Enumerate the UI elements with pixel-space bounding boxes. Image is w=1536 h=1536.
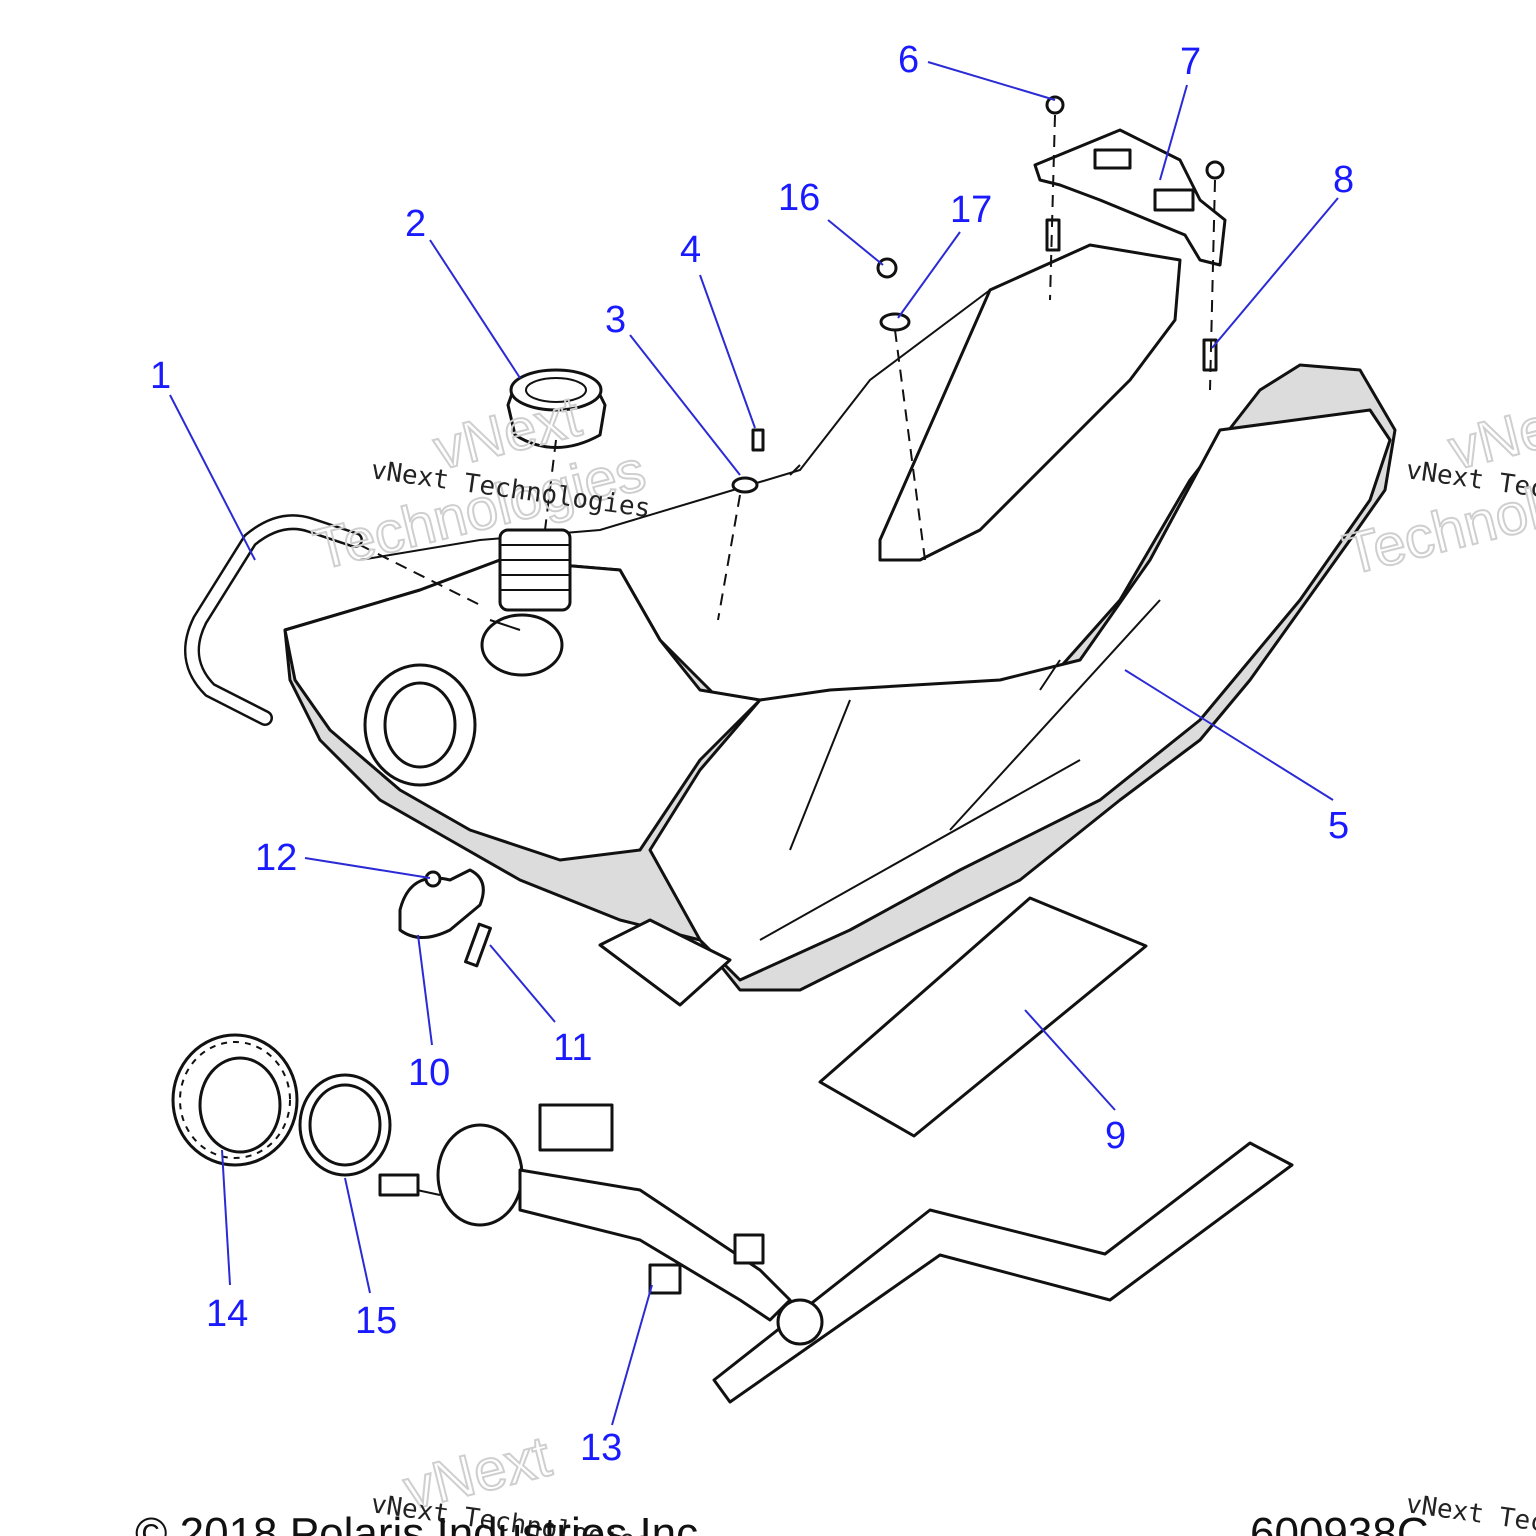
callout-5: 5 [1328,805,1349,847]
callout-12: 12 [255,837,297,879]
footer: © 2018 Polaris Industries Inc. 600938C [135,1509,1429,1536]
clamp-bolt-part [398,868,492,968]
copyright-text: © 2018 Polaris Industries Inc. [135,1509,710,1536]
callout-4: 4 [680,229,701,271]
leader-lines [169,61,1339,1426]
callout-labels: 1 2 3 4 5 6 7 8 9 10 11 12 13 14 15 16 1… [150,39,1354,1469]
callout-14: 14 [206,1293,248,1335]
callout-15: 15 [355,1300,397,1342]
callout-8: 8 [1333,159,1354,201]
callout-17: 17 [950,189,992,231]
callout-11: 11 [553,1027,592,1069]
tank-bracket-part [876,95,1227,372]
install-lines [359,114,1216,621]
fuel-tank-part [283,243,1397,1007]
callout-16: 16 [778,177,820,219]
lock-ring-part [171,1033,299,1167]
drawing-number: 600938C [1250,1509,1429,1536]
watermark-right-big-top: vNe [1442,395,1536,483]
fuel-pump-assembly-part [378,1103,824,1346]
callout-7: 7 [1180,41,1201,83]
seal-part [298,1073,392,1177]
fuel-cap-part [506,368,607,449]
callout-10: 10 [408,1052,450,1094]
callout-3: 3 [605,299,626,341]
callout-2: 2 [405,203,426,245]
callout-6: 6 [898,39,919,81]
vent-hose-part [184,514,363,726]
callout-9: 9 [1105,1115,1126,1157]
tank-pad-part [712,896,1294,1404]
callout-1: 1 [150,355,171,397]
callout-13: 13 [580,1427,622,1469]
rivet-part [731,428,765,494]
